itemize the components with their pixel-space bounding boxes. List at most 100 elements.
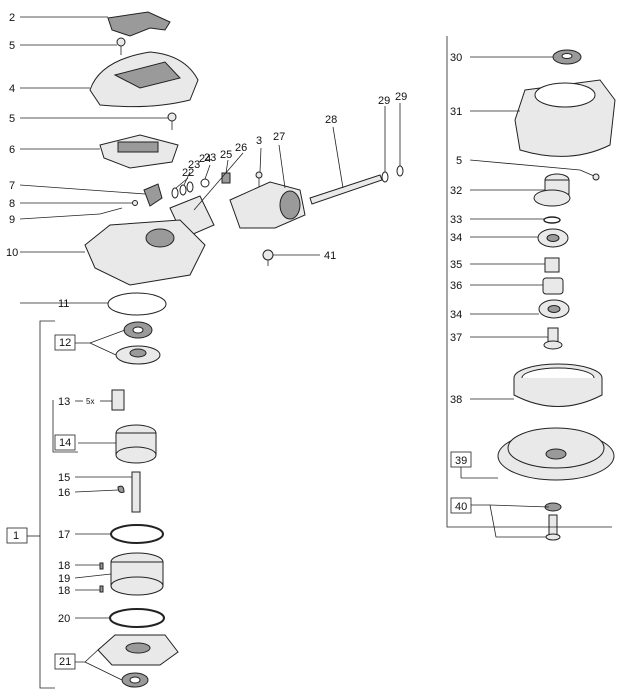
leader-lines: [19, 16, 581, 681]
label-31: 31: [450, 106, 462, 118]
part-40-screw-washer: [544, 502, 562, 541]
label-18: 18: [58, 560, 70, 572]
label-23-b: 23: [188, 159, 200, 171]
label-34-b: 34: [450, 309, 462, 321]
part-35-bushing: [544, 257, 560, 273]
part-5-screw-b: [167, 112, 177, 130]
part-15-spindle: [131, 471, 141, 513]
label-box-40: [450, 497, 472, 514]
part-5-screw-c: [579, 169, 600, 181]
label-36: 36: [450, 280, 462, 292]
label-27: 27: [273, 131, 285, 143]
part-23-ring-b: [186, 181, 194, 193]
part-18-pin-a: [99, 562, 104, 570]
label-34: 34: [450, 232, 462, 244]
label-4: 4: [9, 83, 15, 95]
label-29: 29: [378, 95, 390, 107]
label-23: 23: [204, 152, 216, 164]
label-24: 24: [199, 153, 211, 165]
label-25: 25: [220, 149, 232, 161]
label-5-b: 5: [9, 113, 15, 125]
part-24-ball: [200, 178, 210, 188]
label-28: 28: [325, 114, 337, 126]
label-13-qty: 5x: [86, 397, 94, 406]
label-37: 37: [450, 332, 462, 344]
part-20-ring: [109, 608, 165, 628]
label-11: 11: [58, 298, 69, 310]
part-29-ring-a: [381, 171, 389, 183]
part-2-cover-plate: [107, 11, 171, 37]
label-9: 9: [9, 214, 15, 226]
label-box-21: [54, 653, 76, 670]
part-17-ring: [110, 524, 164, 544]
label-41: 41: [324, 250, 336, 262]
part-19-stator: [110, 552, 164, 596]
part-21-flange: [97, 634, 179, 688]
part-27-gear-housing: [229, 181, 306, 229]
part-7-lever: [143, 183, 163, 207]
part-39-sanding-pad: [497, 427, 615, 481]
label-33: 33: [450, 214, 462, 226]
part-14-rotor: [115, 424, 157, 464]
label-21: 21: [59, 656, 71, 668]
label-19: 19: [58, 573, 70, 585]
part-38-ring-seal: [513, 363, 603, 407]
part-23-ring-a: [179, 184, 187, 196]
label-3: 3: [256, 135, 262, 147]
label-5: 5: [9, 40, 15, 52]
label-40: 40: [455, 501, 467, 513]
part-28-shaft: [309, 174, 383, 205]
part-8-pin: [132, 200, 138, 206]
label-20: 20: [58, 613, 70, 625]
part-34-bearing-b: [538, 299, 570, 319]
part-22-ring: [171, 187, 179, 199]
part-30-washer: [552, 49, 582, 65]
label-22: 22: [182, 167, 194, 179]
label-10: 10: [6, 247, 18, 259]
label-35: 35: [450, 259, 462, 271]
label-16: 16: [58, 487, 70, 499]
part-4-housing-cover: [89, 51, 199, 108]
label-box-14: [54, 434, 76, 451]
label-26: 26: [235, 142, 247, 154]
label-12: 12: [59, 337, 71, 349]
label-30: 30: [450, 52, 462, 64]
group-bracket-1: [39, 320, 55, 689]
part-18-pin-b: [99, 585, 104, 593]
part-31-housing: [514, 79, 616, 157]
label-32: 32: [450, 185, 462, 197]
label-18-b: 18: [58, 585, 70, 597]
label-38: 38: [450, 394, 462, 406]
part-13-magnet: [111, 389, 125, 411]
label-5-c: 5: [456, 155, 462, 167]
part-32-eccentric: [533, 173, 571, 207]
group-right-frame: [446, 36, 612, 528]
label-13: 13: [58, 396, 70, 408]
label-39: 39: [455, 455, 467, 467]
label-box-1: [6, 527, 28, 544]
label-1: 1: [13, 530, 19, 542]
part-25-spring: [221, 172, 231, 184]
group-13-14-bracket: [52, 400, 78, 453]
label-7: 7: [9, 180, 15, 192]
part-16-key: [117, 485, 125, 493]
callout-labels: 2 5 4 5 6 7 8 9 10 11 12 13 5x 14 15 16 …: [6, 12, 467, 668]
part-36-sleeve: [542, 277, 564, 295]
part-29-ring-b: [396, 165, 404, 177]
part-33-clip: [543, 216, 561, 224]
part-3-screw: [255, 171, 263, 188]
part-6-bracket: [99, 134, 179, 169]
label-29-b: 29: [395, 91, 407, 103]
part-5-screw: [116, 37, 126, 55]
part-34-bearing-a: [537, 228, 569, 248]
part-11-ring: [107, 292, 167, 316]
label-14: 14: [59, 437, 71, 449]
part-12-bearing-set: [115, 321, 161, 365]
label-17: 17: [58, 529, 70, 541]
label-6: 6: [9, 144, 15, 156]
label-2: 2: [9, 12, 15, 24]
label-box-12: [54, 334, 76, 351]
part-9-rod: [99, 207, 123, 215]
label-8: 8: [9, 198, 15, 210]
